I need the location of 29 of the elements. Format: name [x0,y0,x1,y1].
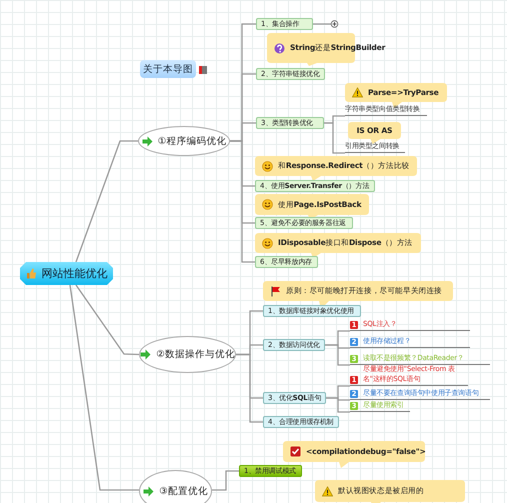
central-topic [20,262,113,285]
callout-bubble [283,441,425,468]
connector-line [212,470,239,491]
connector-line [75,284,140,356]
topic-ellipse [138,126,230,156]
list-item [345,143,405,153]
list-item [350,336,470,348]
list-item [350,400,410,412]
list-item [350,388,490,400]
topic-ellipse [139,470,212,503]
callout-bubble [348,122,401,144]
callout-bubble [315,480,465,503]
connector-line [236,354,263,423]
connector-line [230,140,255,263]
topic-text: 网站性能优化 [42,266,108,281]
list-item [350,353,490,365]
connector-line [69,284,139,491]
connector-line [323,344,350,366]
floating-topic: 关于本导图 [140,60,196,78]
connector-line [75,140,138,262]
callout-bubble [255,233,421,258]
list-item [350,363,468,386]
topic-text: ②数据操作与优化 [156,348,235,361]
connector-line [324,122,345,154]
list-item [350,319,470,331]
topic-text: ①程序编码优化 [158,134,226,148]
callout-bubble [255,156,417,181]
topic-text: ③配置优化 [159,484,208,498]
list-item [345,106,427,116]
